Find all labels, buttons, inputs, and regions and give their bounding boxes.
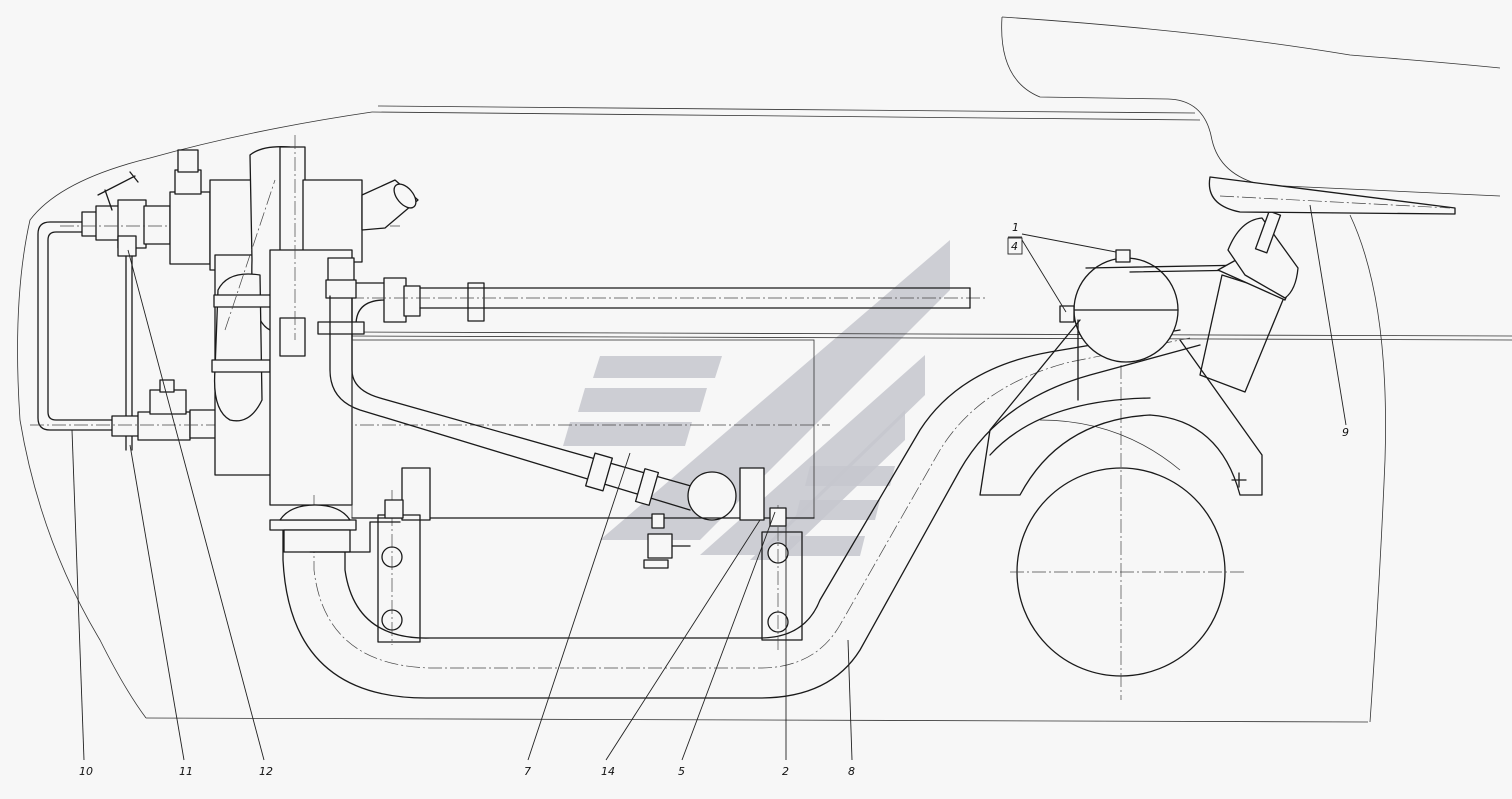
callout-11: 11 — [179, 765, 193, 778]
callout-14: 14 — [601, 765, 615, 778]
clamp-small — [643, 513, 691, 569]
callout-5: 5 — [678, 765, 685, 778]
hanger-bracket-left — [309, 467, 431, 645]
callout-1: 1 — [1012, 221, 1019, 234]
hanger-bracket-right — [739, 467, 803, 650]
callout-10: 10 — [79, 765, 93, 778]
callout-2: 2 — [782, 765, 789, 778]
leader-lines — [71, 204, 1347, 761]
callout-7: 7 — [524, 765, 531, 778]
intermediate-pipe — [317, 279, 815, 521]
callout-12: 12 — [259, 765, 273, 778]
front-muffler-assembly — [169, 135, 419, 506]
callout-4: 4 — [1011, 240, 1018, 253]
front-pipe-loop — [30, 171, 830, 451]
upper-pipe — [339, 277, 985, 326]
callout-labels: 10 11 12 7 14 5 2 8 9 1 4 — [79, 221, 1349, 778]
vehicle-body-outline — [17, 16, 1512, 723]
tail-pipe — [1199, 176, 1456, 393]
main-pipe-loop — [269, 329, 1201, 699]
callout-8: 8 — [848, 765, 855, 778]
callout-9: 9 — [1342, 426, 1349, 439]
